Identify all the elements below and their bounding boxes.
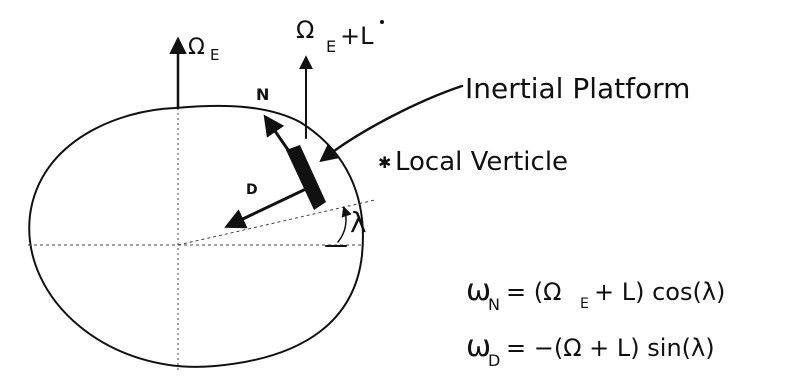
omega-e-plus-l-subscript: E bbox=[326, 37, 336, 56]
svg-text:N: N bbox=[488, 295, 500, 314]
d-axis-label: D bbox=[246, 182, 258, 198]
svg-text:D: D bbox=[488, 351, 500, 370]
svg-text:= (Ω: = (Ω bbox=[506, 278, 561, 306]
omega-e-plus-l-label: Ω bbox=[296, 16, 314, 44]
lambda-arc bbox=[337, 206, 352, 243]
lambda-label: λ bbox=[350, 206, 367, 239]
svg-text:E: E bbox=[580, 296, 589, 312]
inertial-platform-pointer bbox=[319, 84, 464, 163]
omega-e-plus-l-tail: +L bbox=[340, 22, 374, 50]
svg-text:ω: ω bbox=[466, 273, 491, 308]
l-dot-mark bbox=[380, 20, 384, 24]
equation-omega-d: ω D = −(Ω + L) sin(λ) bbox=[466, 329, 715, 370]
local-verticle-label: Local Verticle bbox=[395, 147, 568, 177]
omega-e-label: Ω bbox=[188, 35, 205, 60]
inertial-platform-bar bbox=[286, 145, 326, 210]
inertial-platform-label: Inertial Platform bbox=[465, 72, 690, 105]
n-axis-label: N bbox=[256, 85, 269, 104]
local-verticle-marker: ✱ bbox=[378, 153, 391, 172]
equation-omega-n: ω N = (Ω E + L) cos(λ) bbox=[466, 273, 725, 314]
svg-text:= −(Ω + L) sin(λ): = −(Ω + L) sin(λ) bbox=[506, 334, 715, 362]
svg-text:+ L) cos(λ): + L) cos(λ) bbox=[594, 278, 725, 306]
svg-text:ω: ω bbox=[466, 329, 491, 364]
omega-e-subscript: E bbox=[210, 46, 219, 64]
d-axis-arrow bbox=[224, 186, 310, 229]
earth-outline bbox=[28, 104, 364, 368]
